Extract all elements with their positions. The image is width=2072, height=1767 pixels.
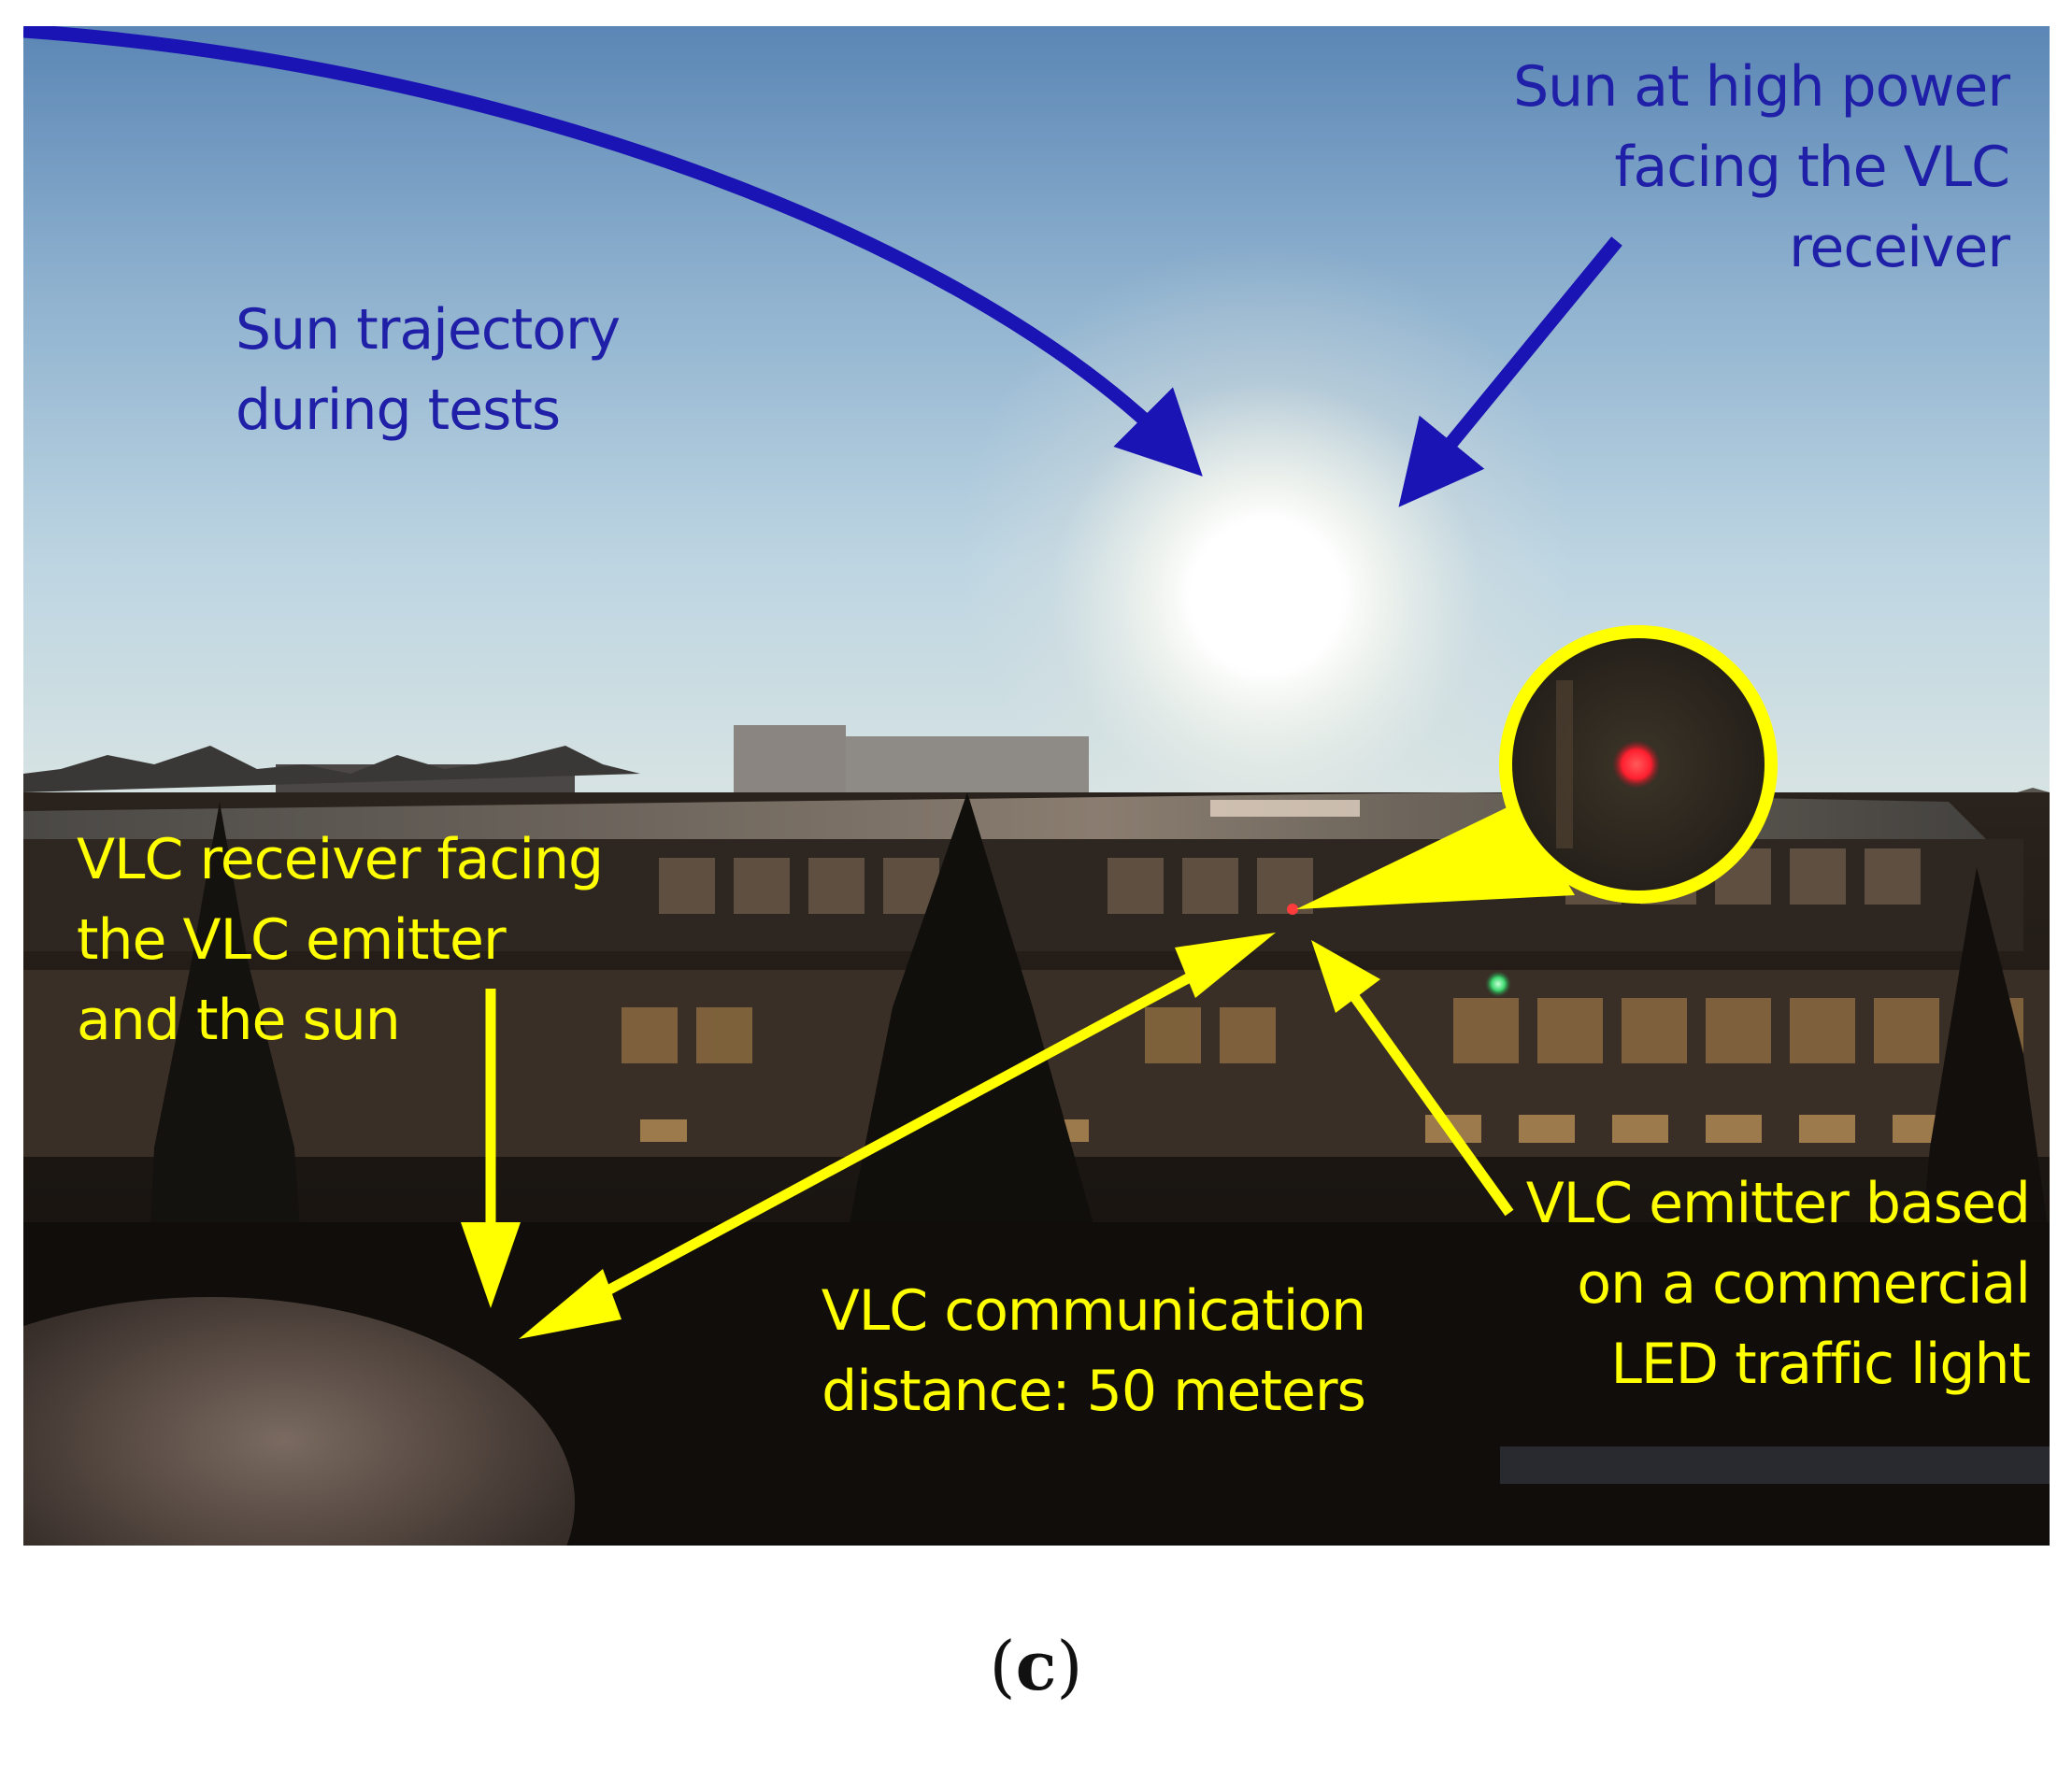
vlc-receiver-housing	[23, 1297, 575, 1546]
sun	[1051, 381, 1481, 811]
photo-scene	[23, 26, 2050, 1546]
distance-arrow	[519, 933, 1276, 1339]
vlc-emitter-label: VLC emitter based on a commercial LED tr…	[1525, 1171, 2031, 1397]
emitter-point	[1287, 904, 1298, 915]
ground-strip	[1500, 1446, 2050, 1484]
sun-trajectory-arrow	[23, 26, 1203, 477]
green-light	[1485, 971, 1511, 997]
roof-highlight	[1210, 800, 1360, 817]
upper-windows	[659, 848, 1921, 914]
sun-trajectory-label: Sun trajectory during tests	[236, 297, 621, 443]
receiver-arrow	[461, 989, 521, 1308]
sun-high-power-label: Sun at high power facing the VLC receive…	[1513, 54, 2010, 280]
distant-building	[846, 736, 1089, 802]
zoom-pole	[1556, 680, 1573, 848]
tree-line	[23, 746, 640, 792]
distant-building	[734, 725, 846, 800]
vlc-distance-label: VLC communication distance: 50 meters	[821, 1278, 1366, 1424]
vlc-receiver-label: VLC receiver facing the VLC emitter and …	[77, 827, 604, 1053]
zoom-red-led	[1612, 740, 1661, 789]
figure-caption: (c)	[989, 1626, 1083, 1705]
emitter-arrow	[1311, 940, 1514, 1217]
zoom-callout-pointer	[1296, 802, 1575, 909]
sun-power-arrow	[1398, 236, 1622, 507]
